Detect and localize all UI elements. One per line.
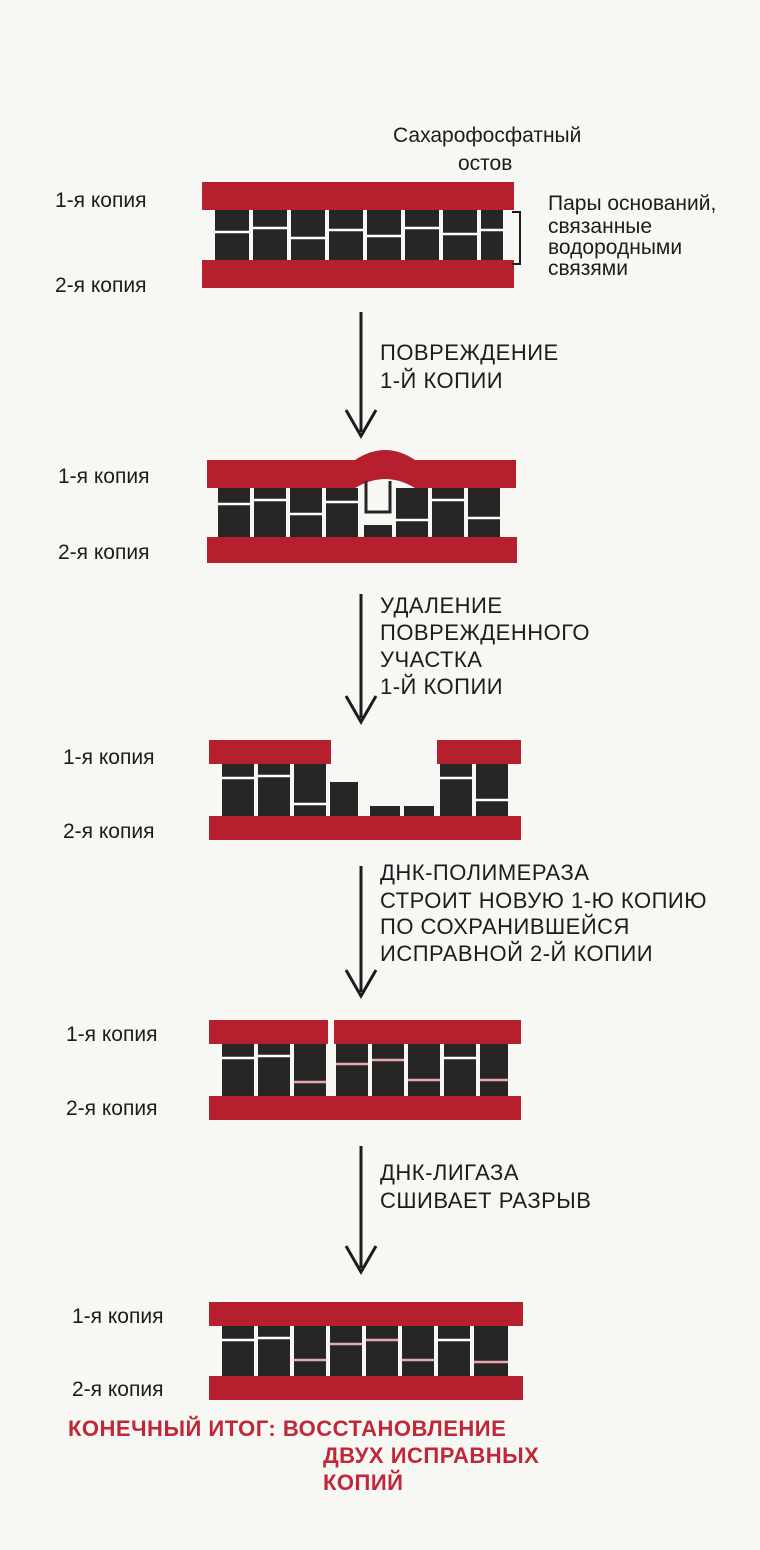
stage-3: 1-я копия 2-я копия xyxy=(63,740,521,843)
base-pairs-annotation-line-4: связями xyxy=(548,257,628,280)
step-2-arrow xyxy=(344,594,378,726)
stage-1-label-bottom: 2-я копия xyxy=(55,274,146,297)
step-3-arrow xyxy=(344,866,378,1000)
stage-4: 1-я копия 2-я копия xyxy=(66,1020,521,1120)
stage-1-backbone-bottom xyxy=(202,260,514,288)
final-result-line-3: КОПИЙ xyxy=(323,1470,403,1495)
stage-5-base-pairs xyxy=(222,1326,508,1376)
stage-3-label-top: 1-я копия xyxy=(63,746,154,769)
stage-2-backbone-bottom xyxy=(207,537,517,563)
stage-3-backbone-top-left xyxy=(209,740,331,764)
stage-4-label-top: 1-я копия xyxy=(66,1023,157,1046)
step-3-caption-line-3: ПО СОХРАНИВШЕЙСЯ xyxy=(380,914,630,939)
stage-4-backbone-bottom xyxy=(209,1096,521,1120)
step-2-caption-line-3: УЧАСТКА xyxy=(380,647,482,672)
step-1-arrow xyxy=(344,312,378,440)
stage-3-label-bottom: 2-я копия xyxy=(63,820,154,843)
step-3-caption-line-4: ИСПРАВНОЙ 2-Й КОПИИ xyxy=(380,941,653,966)
backbone-annotation-line-1: Сахарофосфатный xyxy=(393,124,581,147)
stage-2: 1-я копия 2-я копия xyxy=(58,450,517,564)
step-3-caption-line-1: ДНК-ПОЛИМЕРАЗА xyxy=(380,860,589,885)
final-result-line-1: КОНЕЧНЫЙ ИТОГ: ВОССТАНОВЛЕНИЕ xyxy=(68,1416,506,1441)
base-pairs-annotation-line-2: связанные xyxy=(548,215,652,238)
final-result-line-2: ДВУХ ИСПРАВНЫХ xyxy=(323,1443,539,1468)
step-4-arrow xyxy=(344,1146,378,1276)
stage-5-backbone-top xyxy=(209,1302,523,1326)
step-2-caption-line-4: 1-Й КОПИИ xyxy=(380,674,503,699)
step-2-caption-line-1: УДАЛЕНИЕ xyxy=(380,593,503,618)
step-4-caption-line-2: СШИВАЕТ РАЗРЫВ xyxy=(380,1188,591,1213)
stage-2-label-bottom: 2-я копия xyxy=(58,541,149,564)
stage-2-backbone-top-damaged xyxy=(207,450,516,488)
stage-2-base-pairs xyxy=(218,481,500,537)
stage-2-label-top: 1-я копия xyxy=(58,465,149,488)
stage-4-backbone-top-right xyxy=(334,1020,521,1044)
base-pairs-annotation-line-3: водородными xyxy=(548,236,682,259)
stage-1-backbone-top xyxy=(202,182,514,210)
stage-1: Сахарофосфатный остов 1-я копия 2-я копи… xyxy=(55,124,716,297)
step-4-caption-line-1: ДНК-ЛИГАЗА xyxy=(380,1160,519,1185)
base-pairs-annotation-line-1: Пары оснований, xyxy=(548,192,716,215)
backbone-annotation-line-2: остов xyxy=(458,152,512,175)
stage-5-backbone-bottom xyxy=(209,1376,523,1400)
step-2-caption-line-2: ПОВРЕЖДЕННОГО xyxy=(380,620,590,645)
step-1-caption-line-2: 1-Й КОПИИ xyxy=(380,368,503,393)
step-3-caption-line-2: СТРОИТ НОВУЮ 1-Ю КОПИЮ xyxy=(380,888,707,913)
stage-5-label-top: 1-я копия xyxy=(72,1305,163,1328)
step-1-caption-line-1: ПОВРЕЖДЕНИЕ xyxy=(380,340,559,365)
stage-1-base-pairs xyxy=(215,210,503,260)
stage-5: 1-я копия 2-я копия xyxy=(72,1302,523,1401)
stage-4-backbone-top-left xyxy=(209,1020,328,1044)
base-pairs-bracket xyxy=(512,211,521,265)
stage-3-base-pairs xyxy=(222,764,508,816)
stage-4-label-bottom: 2-я копия xyxy=(66,1097,157,1120)
stage-1-label-top: 1-я копия xyxy=(55,189,146,212)
stage-5-label-bottom: 2-я копия xyxy=(72,1378,163,1401)
stage-3-backbone-bottom xyxy=(209,816,521,840)
stage-3-backbone-top-right xyxy=(437,740,521,764)
stage-4-base-pairs xyxy=(222,1044,508,1096)
